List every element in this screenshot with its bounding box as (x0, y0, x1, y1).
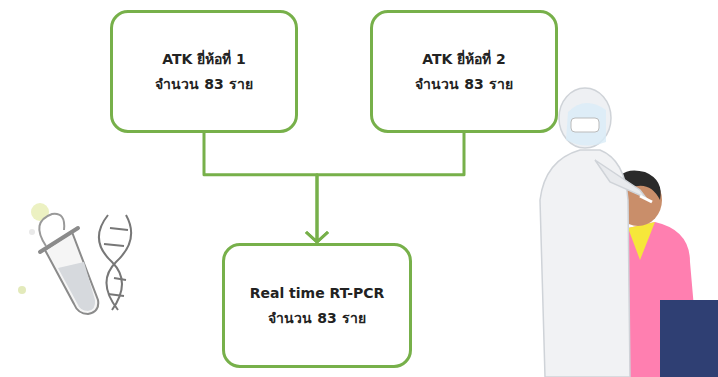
dna-icon (99, 215, 131, 310)
box-text: จำนวน 83 ราย (155, 72, 252, 97)
box-text: จำนวน 83 ราย (268, 306, 365, 331)
connector-arrow (306, 133, 464, 243)
process-box: ATK ยี่ห้อที่ 2จำนวน 83 ราย (370, 10, 558, 133)
box-text: ATK ยี่ห้อที่ 1 (162, 47, 246, 72)
process-box: Real time RT-PCRจำนวน 83 ราย (222, 243, 412, 368)
process-box: ATK ยี่ห้อที่ 1จำนวน 83 ราย (110, 10, 298, 133)
connector-arrow (204, 133, 328, 243)
box-text: ATK ยี่ห้อที่ 2 (422, 47, 506, 72)
box-text: Real time RT-PCR (250, 281, 385, 306)
test-tube-icon (18, 203, 99, 314)
box-text: จำนวน 83 ราย (415, 72, 512, 97)
swab-test-photo (540, 88, 718, 377)
